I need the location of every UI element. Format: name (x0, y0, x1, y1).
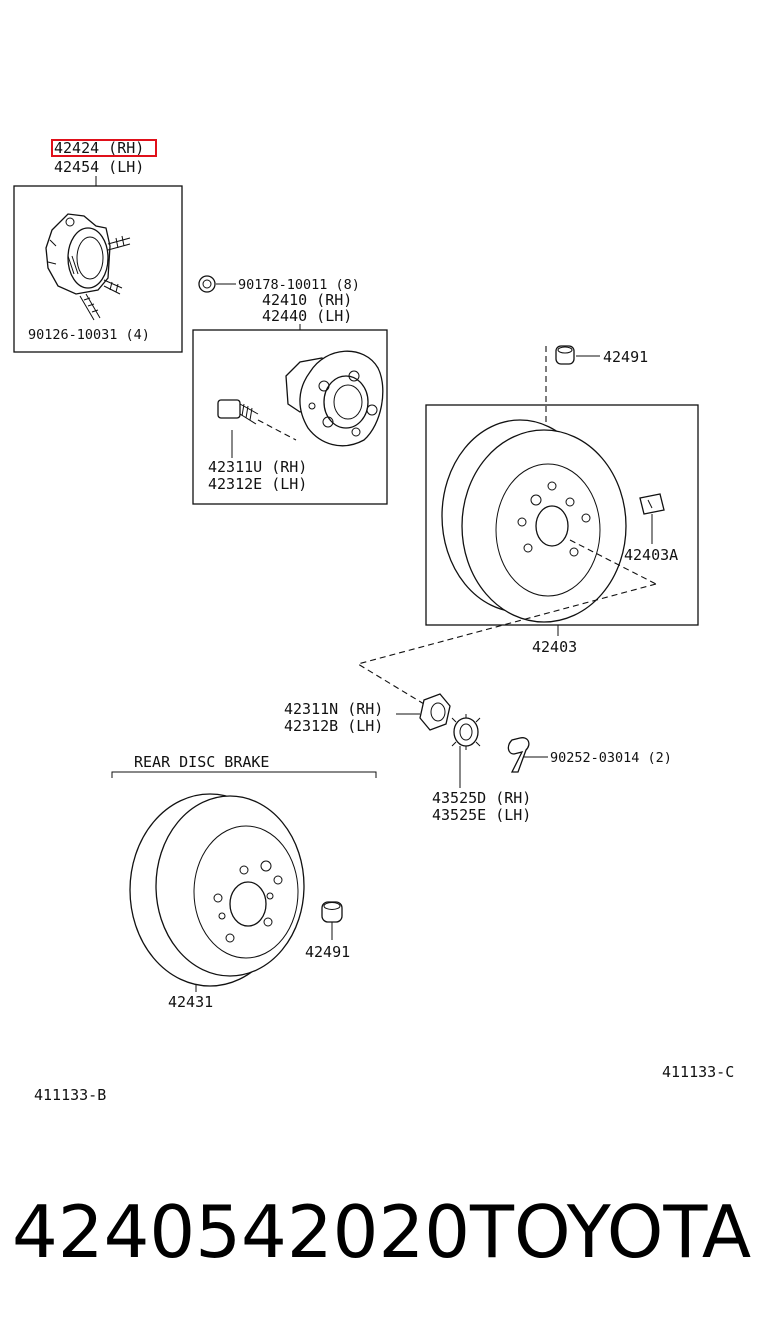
cotter-pin-icon (507, 737, 530, 773)
retainer-icon (451, 714, 481, 750)
rear-disc-bracket (111, 771, 377, 778)
label-ref-c[interactable]: 411133-C (662, 1063, 734, 1081)
label-hub-bolt[interactable]: 90126-10031 (4) (28, 327, 150, 343)
rear-disc-group: REAR DISC BRAKE 42431 42491 (111, 753, 377, 1011)
brake-disc-icon (129, 793, 305, 987)
label-retainer-rh[interactable]: 43525D (RH) (432, 789, 531, 807)
axle-hub-group: 90178-10011 (8) 42410 (RH) 42440 (LH) 42… (192, 275, 388, 505)
hub-nut-group: 42311N (RH) 42312B (LH) 43525D (RH) 4352… (284, 693, 672, 824)
axle-hub-icon (285, 350, 384, 447)
label-hub-rh[interactable]: 42424 (RH) (54, 139, 144, 157)
highlight-box (51, 139, 157, 157)
label-drum[interactable]: 42403 (532, 638, 577, 656)
label-retainer-lh[interactable]: 43525E (LH) (432, 806, 531, 824)
label-rear-disc-brake[interactable]: REAR DISC BRAKE (134, 753, 269, 771)
hub-carrier-icon (45, 213, 131, 321)
label-hub-bolt-rh[interactable]: 42311U (RH) (208, 458, 307, 476)
hub-carrier-box (13, 185, 183, 353)
brake-drum-icon (441, 419, 627, 623)
brake-drum-group: 42491 42403A 42403 (425, 345, 699, 656)
label-plug-bottom[interactable]: 42491 (305, 943, 350, 961)
hub-carrier-group: 42424 (RH) 42454 (LH) 90126-10031 (4) (13, 139, 183, 353)
hub-nut-icon (419, 693, 451, 731)
label-hub-assy-rh[interactable]: 42410 (RH) (262, 291, 352, 309)
label-nut-lh[interactable]: 42312B (LH) (284, 717, 383, 735)
label-hub-lh[interactable]: 42454 (LH) (54, 158, 144, 176)
axle-hub-box (192, 329, 388, 505)
label-disc[interactable]: 42431 (168, 993, 213, 1011)
label-hub-assy-lh[interactable]: 42440 (LH) (262, 307, 352, 325)
footer-part-number: 4240542020 (12, 1190, 471, 1274)
nut-icon (198, 275, 216, 293)
hub-bolt-icon (217, 399, 297, 441)
clip-icon (639, 493, 665, 515)
label-drum-a[interactable]: 42403A (624, 546, 678, 564)
label-nut-8[interactable]: 90178-10011 (8) (238, 277, 360, 293)
plug-bottom-icon (321, 901, 343, 923)
label-ref-b[interactable]: 411133-B (34, 1086, 106, 1104)
label-nut-rh[interactable]: 42311N (RH) (284, 700, 383, 718)
label-cotter-pin[interactable]: 90252-03014 (2) (550, 750, 672, 766)
label-plug-top[interactable]: 42491 (603, 348, 648, 366)
label-hub-bolt-lh[interactable]: 42312E (LH) (208, 475, 307, 493)
brake-drum-box (425, 404, 699, 626)
plug-icon (555, 345, 575, 365)
assembly-dash-line (356, 583, 657, 705)
footer-brand: TOYOTA (470, 1190, 752, 1274)
